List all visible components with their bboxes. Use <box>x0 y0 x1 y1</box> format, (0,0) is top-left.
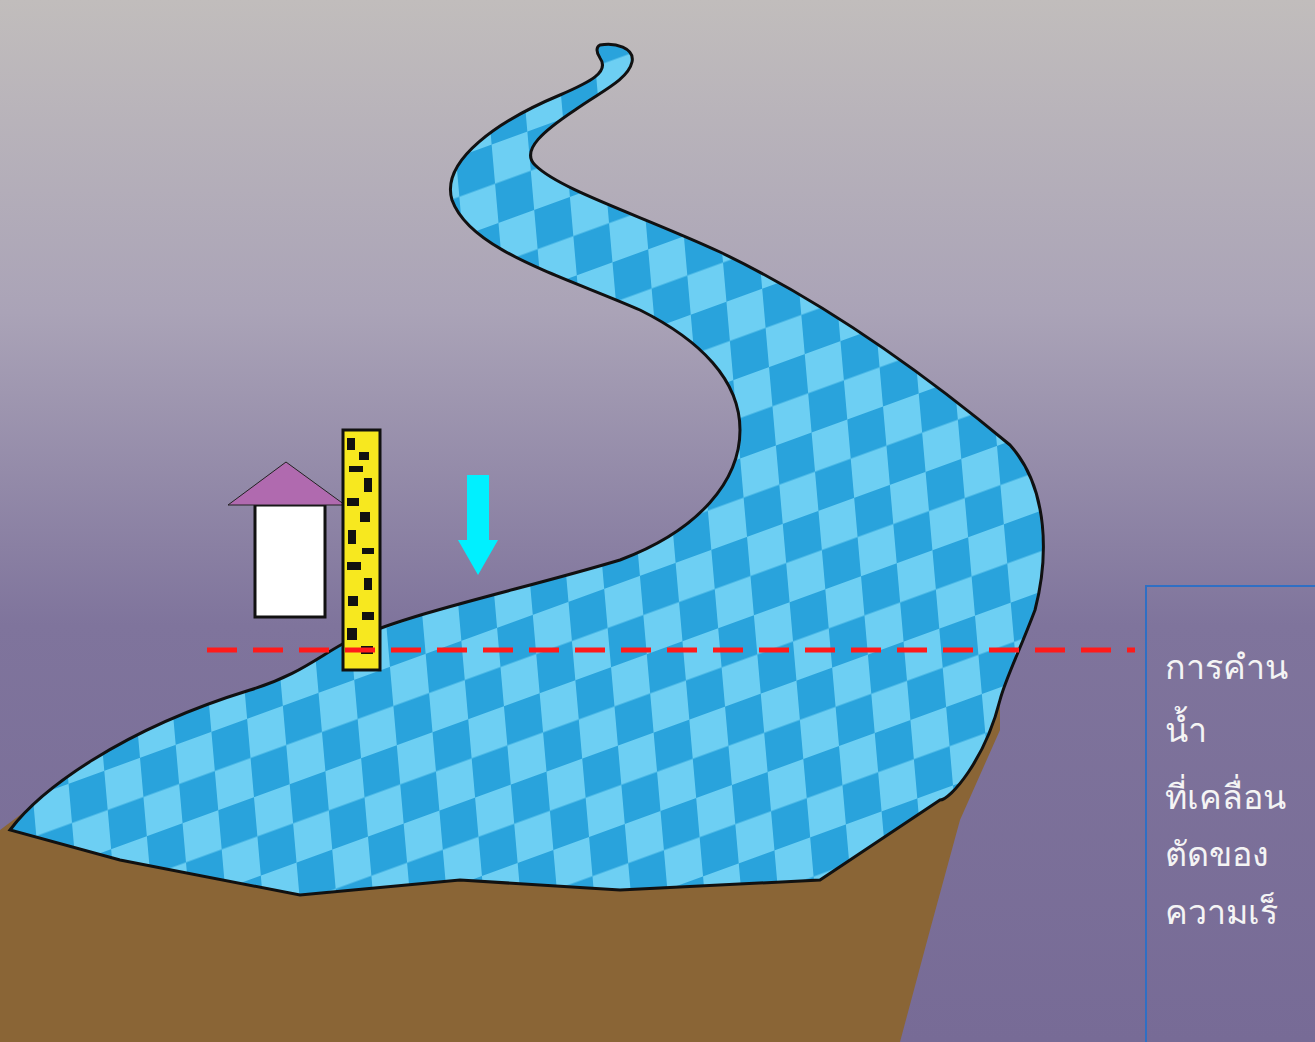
house-roof <box>228 462 345 505</box>
river-outline <box>10 44 1043 895</box>
note-text: ความเร็ <box>1165 892 1278 932</box>
river-upstream <box>10 44 1043 895</box>
house-body <box>255 505 325 617</box>
note-text: น้ำ <box>1165 710 1207 750</box>
note-text: ที่เคลื่อน <box>1165 777 1286 817</box>
note-text: ตัดของ <box>1165 834 1269 874</box>
flow-arrow <box>458 475 498 575</box>
text-box: การคำนน้ำที่เคลื่อนตัดของความเร็ <box>1145 585 1315 1042</box>
water-level-line <box>207 648 1135 653</box>
river-water-section <box>10 668 1043 895</box>
note-text: การคำน <box>1165 647 1288 687</box>
staff-gauge <box>343 430 380 670</box>
